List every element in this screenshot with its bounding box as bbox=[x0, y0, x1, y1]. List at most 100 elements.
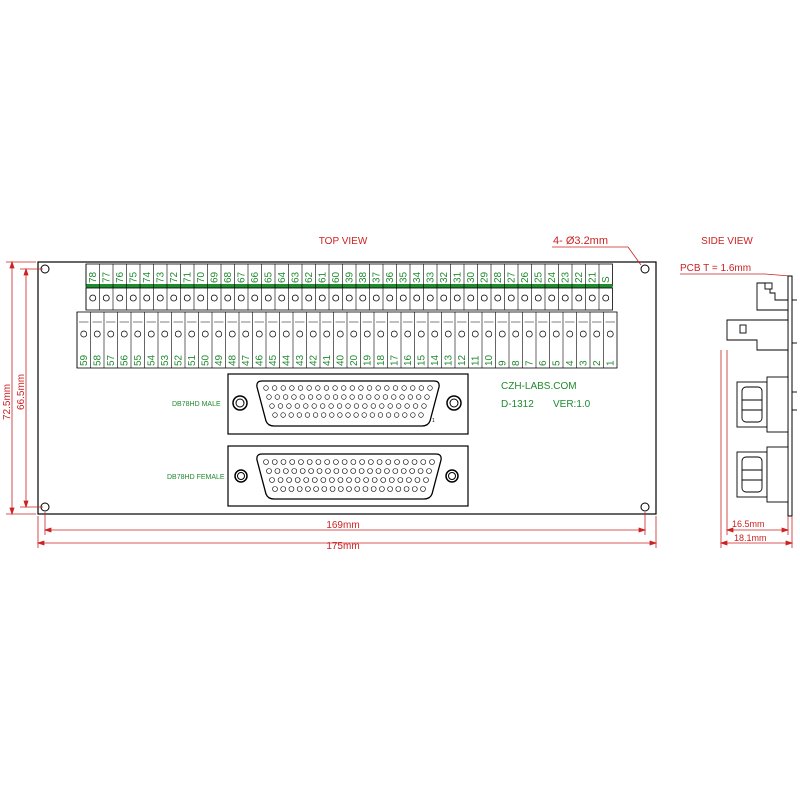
connector-pin bbox=[357, 394, 364, 400]
connector-pin bbox=[426, 468, 432, 474]
connector-pin bbox=[401, 385, 407, 391]
connector-pin bbox=[384, 468, 390, 474]
top-terminal-label: 28 bbox=[493, 271, 504, 283]
bottom-terminal-screw bbox=[579, 330, 587, 338]
bottom-terminal-label: 13 bbox=[444, 354, 455, 366]
width-inner-label: 169mm bbox=[326, 520, 359, 531]
connector-pin bbox=[274, 394, 280, 400]
bottom-terminal-screw bbox=[498, 330, 506, 338]
connector-pin bbox=[313, 486, 319, 492]
connector-pin bbox=[306, 459, 313, 465]
connector-pin bbox=[416, 394, 422, 400]
bottom-terminal-screw bbox=[242, 330, 250, 338]
top-terminal-screw bbox=[102, 294, 110, 302]
bottom-terminal-label: 15 bbox=[417, 354, 428, 366]
male-connector-label: DB78HD MALE bbox=[172, 401, 221, 408]
top-terminal-screw bbox=[426, 294, 434, 302]
connector-pin bbox=[324, 394, 330, 400]
top-terminal-screw bbox=[89, 294, 97, 302]
connector-pin bbox=[272, 385, 278, 391]
top-terminal-screw bbox=[386, 294, 394, 302]
connector-pin bbox=[403, 486, 410, 492]
top-terminal-label: 22 bbox=[574, 271, 585, 283]
top-terminal-screw bbox=[156, 294, 164, 302]
connector-pin bbox=[392, 385, 399, 391]
connector-pin bbox=[387, 403, 393, 409]
connector-pin bbox=[283, 468, 289, 474]
side-connectors bbox=[736, 376, 797, 503]
top-terminal-label: 66 bbox=[250, 271, 261, 283]
connector-pin bbox=[324, 459, 330, 465]
top-terminal-screw bbox=[170, 294, 178, 302]
side-depth-outer-label: 18.1mm bbox=[734, 533, 767, 543]
connector-pin bbox=[333, 468, 340, 474]
top-terminal-screw bbox=[588, 294, 596, 302]
bottom-terminal-screw bbox=[363, 330, 371, 338]
bottom-terminal-screw bbox=[201, 330, 209, 338]
male-screw-right-inner bbox=[449, 398, 459, 408]
top-terminal-screw bbox=[129, 294, 137, 302]
connector-pin bbox=[277, 403, 284, 409]
top-terminal-screw bbox=[264, 294, 272, 302]
bottom-terminal-screw bbox=[134, 330, 142, 338]
pcb-thickness-leader-tip bbox=[764, 273, 791, 277]
bottom-terminal-label: 47 bbox=[241, 354, 252, 366]
connector-pin bbox=[277, 477, 284, 483]
top-terminal-label: 61 bbox=[318, 271, 329, 283]
connector-pin bbox=[409, 468, 415, 474]
bottom-terminal-label: 12 bbox=[457, 354, 468, 366]
bottom-terminal-screw bbox=[404, 330, 412, 338]
connector-pin bbox=[346, 477, 352, 483]
top-terminal-screw bbox=[278, 294, 286, 302]
top-terminal-label: 34 bbox=[412, 271, 423, 283]
connector-pin bbox=[392, 468, 399, 474]
connector-pin bbox=[396, 403, 402, 409]
connector-pin bbox=[350, 459, 357, 465]
bottom-terminal-screw bbox=[107, 330, 115, 338]
bottom-terminal-label: 2 bbox=[592, 360, 603, 366]
connector-pin bbox=[379, 403, 385, 409]
connector-pin bbox=[269, 477, 275, 483]
top-terminal-screw bbox=[561, 294, 569, 302]
top-terminal-label: 65 bbox=[264, 271, 275, 283]
bottom-terminal-label: 44 bbox=[282, 354, 293, 366]
connector-pin bbox=[394, 412, 400, 418]
connector-pin bbox=[370, 486, 377, 492]
connector-pin bbox=[332, 394, 339, 400]
connector-pin bbox=[375, 385, 381, 391]
bottom-terminal-screw bbox=[309, 330, 317, 338]
connector-pin bbox=[400, 468, 407, 474]
connector-pin bbox=[387, 486, 393, 492]
connector-pin bbox=[299, 468, 306, 474]
connector-pin bbox=[341, 385, 347, 391]
connector-pin bbox=[320, 477, 327, 483]
top-terminal-screw bbox=[534, 294, 542, 302]
bottom-terminal-label: 14 bbox=[430, 354, 441, 366]
top-terminal-screw bbox=[183, 294, 191, 302]
bottom-terminal-screw bbox=[80, 330, 88, 338]
connector-pin bbox=[311, 403, 317, 409]
connector-pin bbox=[341, 394, 347, 400]
connector-pin bbox=[294, 477, 301, 483]
top-terminal-screw bbox=[453, 294, 461, 302]
top-terminal-label: 38 bbox=[358, 271, 369, 283]
connector-pin bbox=[402, 412, 408, 418]
connector-pin bbox=[421, 403, 427, 409]
bottom-terminal-screw bbox=[471, 330, 479, 338]
connector-pin bbox=[341, 468, 348, 474]
connector-pin bbox=[418, 412, 424, 418]
mounting-hole-br bbox=[640, 502, 650, 512]
connector-pin bbox=[369, 412, 375, 418]
connector-pin bbox=[312, 412, 319, 418]
connector-pin bbox=[328, 403, 334, 409]
connector-pin bbox=[371, 477, 378, 483]
top-terminal-label: 26 bbox=[520, 271, 531, 283]
connector-pin bbox=[380, 477, 387, 483]
connector-pin bbox=[296, 486, 303, 492]
bottom-terminal-screw bbox=[188, 330, 196, 338]
bottom-terminal-label: 58 bbox=[93, 354, 104, 366]
connector-pin bbox=[417, 468, 424, 474]
bottom-terminal-label: 1 bbox=[606, 360, 617, 366]
side-pcb-edge bbox=[787, 275, 793, 517]
connector-pin bbox=[308, 468, 314, 474]
